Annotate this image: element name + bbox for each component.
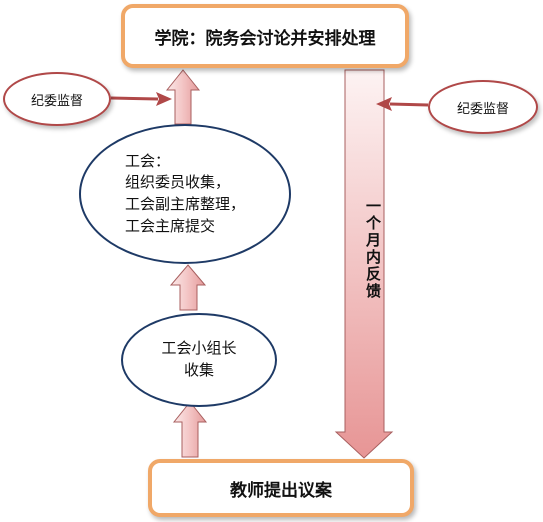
feedback-down-arrow bbox=[334, 69, 394, 459]
teacher-proposal-label: 教师提出议案 bbox=[230, 480, 332, 501]
up-arrow-middle bbox=[169, 264, 207, 311]
discipline-supervision-left: 纪委监督 bbox=[3, 72, 111, 126]
feedback-label: 一个月内反馈 bbox=[364, 198, 382, 300]
discipline-supervision-right: 纪委监督 bbox=[428, 80, 538, 134]
right-connector-arrowhead bbox=[376, 97, 392, 111]
discipline-supervision-right-label: 纪委监督 bbox=[456, 101, 509, 117]
college-decision-label: 学院：院务会讨论并安排处理 bbox=[154, 28, 376, 49]
union-process-ellipse: 工会： 组织委员收集， 工会副主席整理， 工会主席提交 bbox=[79, 124, 291, 264]
left-supervision-connector bbox=[110, 96, 159, 101]
group-leader-line: 收集 bbox=[183, 361, 214, 379]
union-line: 组织委员收集， bbox=[124, 173, 230, 192]
discipline-supervision-left-label: 纪委监督 bbox=[30, 93, 83, 109]
union-line: 工会： bbox=[124, 151, 170, 170]
union-line: 工会主席提交 bbox=[124, 216, 215, 235]
teacher-proposal-box: 教师提出议案 bbox=[148, 459, 414, 517]
group-leader-line: 工会小组长 bbox=[161, 339, 237, 358]
up-arrow-bottom bbox=[172, 401, 208, 458]
left-connector-arrowhead bbox=[156, 92, 172, 106]
union-line: 工会副主席整理， bbox=[124, 195, 245, 213]
right-supervision-connector bbox=[389, 102, 429, 107]
group-leader-ellipse: 工会小组长 收集 bbox=[121, 313, 277, 407]
up-arrow-top bbox=[165, 69, 201, 125]
college-decision-box: 学院：院务会讨论并安排处理 bbox=[121, 4, 409, 68]
